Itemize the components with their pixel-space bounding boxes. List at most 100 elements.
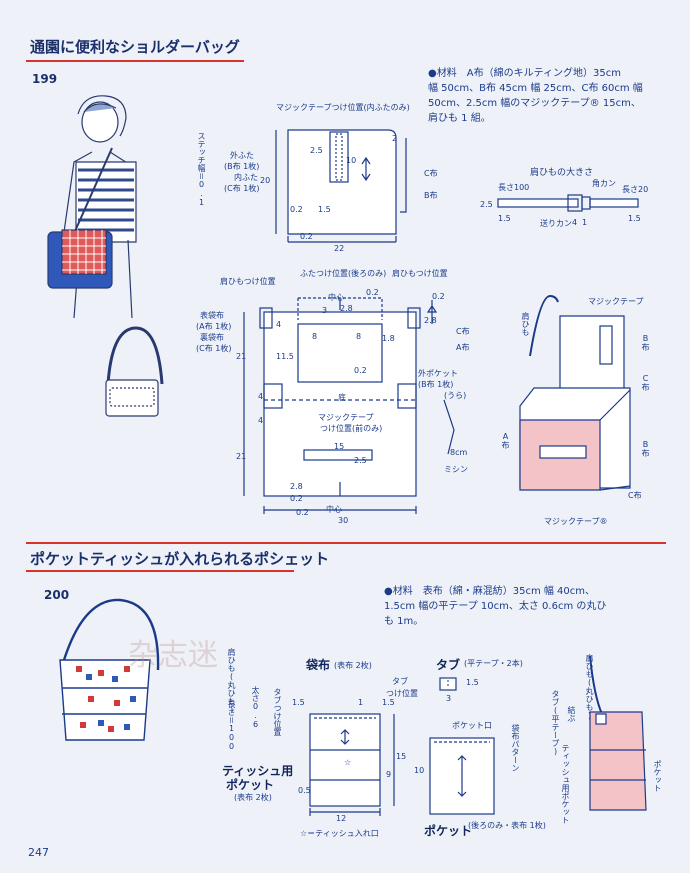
material-line: 1.5cm 幅の平テープ 10cm、太さ 0.6cm の丸ひ [384,601,607,612]
bag-cloth-diagram [309,713,395,816]
body-d02b: 0.2 [432,292,445,301]
illus-magic-top: マジックテープ [588,297,644,306]
bag-d1: 1 [358,698,364,707]
body-magic: マジックテープ [318,413,374,422]
body-d25: 2.5 [354,456,367,465]
material-line: 50cm、2.5cm 幅のマジックテープ® 15cm、 [428,98,641,109]
strap-okuri: 送りカン [540,219,572,228]
tab-d15: 1.5 [466,678,479,687]
girl-with-bag-illustration [47,95,137,319]
right-tab: タブ(平テープ) [551,690,560,756]
body-d28b: 2.8 [424,316,437,325]
body-ura-cloth: (C布 1枚) [196,344,232,353]
pocket-diagram [429,737,495,815]
body-flap-pos: ふたつけ位置(後ろのみ) [300,269,387,278]
bag-d15: 15 [396,752,407,761]
flap-dim-15: 1.5 [318,205,331,214]
material-line: も 1m。 [384,616,424,627]
body-center-top: 中心 [328,293,344,302]
body-d4c: 4 [258,416,264,425]
body-omote: 表袋布 [200,311,224,320]
body-d3: 3 [322,306,328,315]
body-d8b: 8 [356,332,362,341]
flap-b-cloth: B布 [424,191,438,200]
body-d18: 1.8 [382,334,395,343]
bag-body-diagram [243,297,455,514]
pocket-pattern: 袋布パターン [511,724,520,772]
material-line: ●材料 A布（綿のキルティング地）35cm [428,68,621,79]
star-mark: ☆ [344,758,352,767]
star-note: ☆＝ティッシュ入れ口 [300,829,379,838]
body-d30: 30 [338,516,349,525]
body-d02c: 0.2 [354,366,367,375]
illus-strap: 肩ひも [521,312,530,336]
page-number: 247 [28,846,49,859]
body-d28c: 2.8 [290,482,303,491]
section-divider [26,542,666,544]
bag-d15b: 1.5 [382,698,395,707]
body-d02a: 0.2 [366,288,379,297]
body-d02d: 0.2 [290,494,303,503]
flap-dim-25: 2.5 [310,146,323,155]
illus-b2: B布 [641,440,650,457]
body-bottom: 底 [338,393,346,402]
material-line: 幅 50cm、B布 45cm 幅 25cm、C布 60cm 幅 [428,83,643,94]
bag-d15a: 1.5 [292,698,305,707]
flap-outer-cloth: (B布 1枚) [224,162,260,171]
bag-cloth-label: 袋布 [306,658,331,672]
shoulder-bag-outline-illustration [105,326,164,417]
body-d8a: 8 [312,332,318,341]
tab-position: タブつけ位置 [273,688,282,736]
body-d28a: 2.8 [340,304,353,313]
flap-magic-pos: マジックテープつけ位置(内ふたのみ) [276,103,410,112]
section2-number: 200 [44,588,70,602]
illus-a: A布 [501,432,510,449]
body-d4a: 4 [276,320,282,329]
bag-d05: 0.5 [298,786,311,795]
body-d21b: 21 [236,452,247,461]
body-magic-pos: つけ位置(前のみ) [320,424,383,433]
strap-long100: 長さ100 [498,183,530,192]
tab-diagram [439,677,457,691]
illus-c1: C布 [641,374,650,391]
body-d02e: 0.2 [296,508,309,517]
flap-diagram [275,129,407,243]
body-d15: 15 [334,442,345,451]
tab-d3: 3 [446,694,452,703]
right-tissue-pocket: ティッシュ用ポケット [561,744,570,824]
bag-d12: 12 [336,814,347,823]
flap-inner-label: 内ふた [234,173,258,182]
tab-pos-2: タブ [392,677,408,686]
pochette-illustration [59,598,160,741]
strap-d25: 2.5 [480,200,493,209]
pocket-label: ポケット [424,824,473,838]
body-d115: 11.5 [276,352,294,361]
bag-3d-illustration [519,294,631,491]
section2-title-rule [26,570,294,572]
strap-d4: 4 [572,218,578,227]
right-knot: 結ぶ [567,706,576,722]
right-pocket: ポケット [653,760,662,792]
strap-diagram [497,194,639,212]
body-omote-cloth: (A布 1枚) [196,322,232,331]
flap-stitch-width: ステッチ幅＝0.1 [197,132,206,207]
illus-b1: B布 [641,334,650,351]
pocket-sub: (後ろのみ・表布 1枚) [468,821,546,830]
material-line: ●材料 表布（綿・麻混紡）35cm 幅 40cm、 [384,586,596,597]
watermark: 杂志迷 [128,638,218,673]
body-mishin: ミシン [444,465,468,474]
tissue-pocket-label: ティッシュ用 [222,764,294,778]
pocket-d10: 10 [414,766,425,775]
body-outer-pocket-cloth: (B布 1枚) [418,380,454,389]
material-line: 肩ひも 1 組。 [428,113,491,124]
body-strap-pos-right: 肩ひもつけ位置 [392,269,448,278]
flap-dim-10: 10 [346,156,357,165]
flap-dim-2: 2 [392,134,398,143]
right-rope: 肩ひも(丸ひも) [585,654,594,720]
body-strap-pos-left: 肩ひもつけ位置 [220,277,276,286]
body-a-cloth: A布 [456,343,470,352]
body-ura: 裏袋布 [200,333,224,342]
body-d8cm: 8cm [450,448,468,457]
flap-outer-label: 外ふた [230,151,254,160]
strap-long20: 長さ20 [622,185,649,194]
